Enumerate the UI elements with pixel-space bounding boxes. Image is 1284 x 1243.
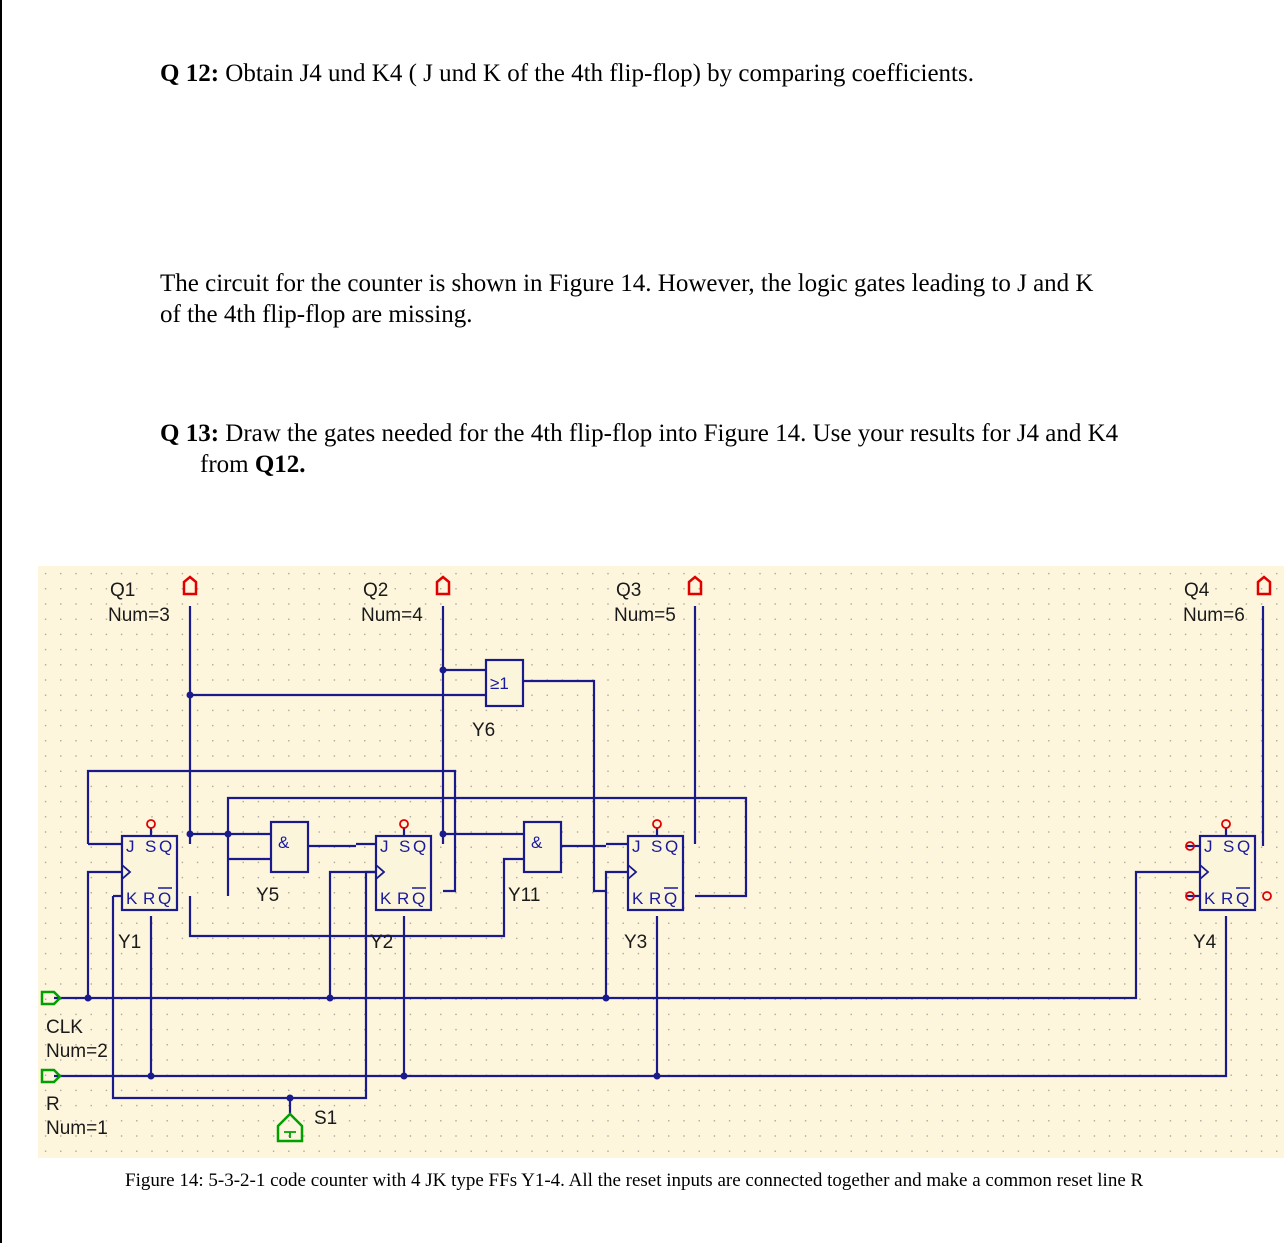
switch-s1-label: S1 xyxy=(314,1108,337,1129)
flipflop-y2: J S Q K R Q Y2 xyxy=(370,819,433,953)
ff-y1-pin-qbar: Q xyxy=(158,889,171,908)
page-border xyxy=(0,0,2,1243)
ff-y4-pin-s: S xyxy=(1223,837,1234,856)
output-pin-q4: Q4 Num=6 xyxy=(1183,575,1272,626)
output-pin-q3: Q3 Num=5 xyxy=(614,575,703,626)
ff-y3-label: Y3 xyxy=(624,932,647,953)
question-12: Q 12: Obtain J4 und K4 ( J und K of the … xyxy=(160,58,974,89)
ff-y2-pin-q: Q xyxy=(413,837,426,856)
ff-y1-pin-s: S xyxy=(145,837,156,856)
ff-y3-pin-q: Q xyxy=(665,837,678,856)
ff-y4-pin-q: Q xyxy=(1237,837,1250,856)
gate-y6-label: Y6 xyxy=(472,720,495,741)
question-13: Q 13: Draw the gates needed for the 4th … xyxy=(160,418,1118,480)
ff-y1-pin-r: R xyxy=(143,889,155,908)
output-q4-num: Num=6 xyxy=(1183,605,1245,626)
gate-y6-symbol: ≥1 xyxy=(490,674,509,693)
output-pin-q1: Q1 Num=3 xyxy=(108,575,198,626)
input-pin-clk: CLK Num=2 xyxy=(40,990,108,1062)
output-q1-num: Num=3 xyxy=(108,605,170,626)
gate-y5-and: & Y5 xyxy=(256,820,310,906)
ff-y4-label: Y4 xyxy=(1193,932,1217,953)
question-13-line-1: Draw the gates needed for the 4th flip-f… xyxy=(225,420,1119,447)
flipflop-y4: J S Q K R Q Y4 xyxy=(1185,819,1272,953)
figure-caption: Figure 14: 5-3-2-1 code counter with 4 J… xyxy=(125,1170,1144,1191)
output-q2-label: Q2 xyxy=(363,580,388,601)
junctions xyxy=(84,666,661,1102)
question-13-line-2-pre: from xyxy=(200,451,249,478)
question-13-line-2-bold: Q12. xyxy=(254,451,306,478)
gate-y11-label: Y11 xyxy=(508,885,540,906)
ff-y4-pin-j: J xyxy=(1204,837,1213,856)
ff-y2-pin-qbar: Q xyxy=(412,889,425,908)
gate-y11-and: & Y11 xyxy=(508,820,563,906)
gate-y5-symbol: & xyxy=(278,833,290,852)
ff-y1-label: Y1 xyxy=(118,932,141,953)
output-q3-num: Num=5 xyxy=(614,605,676,626)
question-12-label: Q 12: xyxy=(160,60,220,87)
ff-y3-pin-s: S xyxy=(651,837,662,856)
gate-y11-symbol: & xyxy=(531,833,543,852)
circuit-schematic: Q1 Num=3 Q2 Num=4 Q3 Num=5 Q4 Num=6 ≥1 Y… xyxy=(38,566,1284,1158)
ff-y4-pin-r: R xyxy=(1221,889,1233,908)
ff-y3-pin-k: K xyxy=(632,889,644,908)
intro-line-2: of the 4th flip-flop are missing. xyxy=(160,301,473,328)
ff-y1-pin-j: J xyxy=(126,837,135,856)
ff-y2-pin-r: R xyxy=(397,889,409,908)
ff-y4-pin-k: K xyxy=(1204,889,1216,908)
input-clk-label: CLK xyxy=(46,1017,83,1038)
intro-paragraph: The circuit for the counter is shown in … xyxy=(160,268,1093,330)
ff-y2-label: Y2 xyxy=(370,932,393,953)
output-q2-num: Num=4 xyxy=(361,605,423,626)
flipflop-y3: J S Q K R Q Y3 xyxy=(624,819,685,953)
ff-y3-pin-qbar: Q xyxy=(664,889,677,908)
ff-y2-pin-k: K xyxy=(380,889,392,908)
input-r-num: Num=1 xyxy=(46,1118,108,1139)
question-13-label: Q 13: xyxy=(160,420,220,447)
ff-y1-pin-q: Q xyxy=(159,837,172,856)
question-12-text: Obtain J4 und K4 ( J und K of the 4th fl… xyxy=(225,60,974,87)
ff-y3-pin-j: J xyxy=(632,837,641,856)
gate-y6-or: ≥1 Y6 xyxy=(472,658,525,741)
flipflop-y1: J S Q K R Q Y1 xyxy=(118,819,179,953)
gate-y5-label: Y5 xyxy=(256,885,279,906)
intro-line-1: The circuit for the counter is shown in … xyxy=(160,270,1094,297)
input-clk-num: Num=2 xyxy=(46,1041,108,1062)
output-q4-label: Q4 xyxy=(1184,580,1210,601)
input-r-label: R xyxy=(46,1094,60,1115)
switch-s1: S1 xyxy=(276,1108,337,1143)
output-q1-label: Q1 xyxy=(110,580,135,601)
output-pin-q2: Q2 Num=4 xyxy=(361,575,451,626)
output-q3-label: Q3 xyxy=(616,580,641,601)
ff-y2-pin-j: J xyxy=(380,837,389,856)
input-pin-r: R Num=1 xyxy=(40,1068,108,1139)
wires xyxy=(54,606,1265,1114)
ff-y4-pin-qbar: Q xyxy=(1236,889,1249,908)
ff-y1-pin-k: K xyxy=(126,889,138,908)
ff-y3-pin-r: R xyxy=(649,889,661,908)
ff-y2-pin-s: S xyxy=(399,837,410,856)
